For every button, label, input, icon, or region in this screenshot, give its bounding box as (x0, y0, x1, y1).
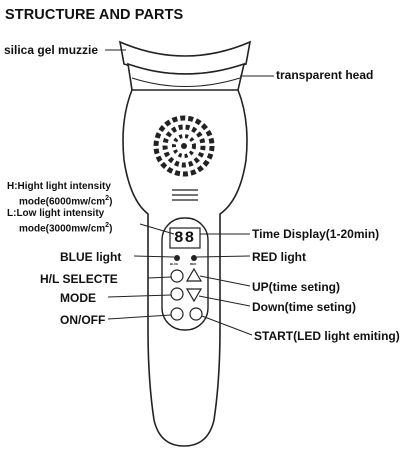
label-down: Down(time seting) (252, 300, 356, 314)
hl-select-button (170, 269, 184, 283)
start-button (189, 307, 203, 321)
label-intensity-modes: H:Hight light intensity mode(6000mw/cm2)… (7, 181, 112, 236)
page-title: STRUCTURE AND PARTS (5, 7, 184, 23)
label-high-intensity: H:Hight light intensity (7, 181, 111, 192)
up-button (185, 267, 203, 282)
label-red-light: RED light (252, 250, 306, 264)
display-red-caption: RED (190, 262, 197, 266)
display-digits: 88 (174, 229, 196, 247)
label-up: UP(time seting) (252, 280, 341, 294)
label-start: START(LED light emiting) (254, 329, 400, 343)
red-light-indicator (191, 255, 197, 261)
label-high-intensity-value: mode(6000mw/cm2) (19, 195, 113, 208)
label-low-intensity-value: mode(3000mw/cm2) (19, 222, 113, 235)
led-array (153, 115, 215, 177)
label-on-off: ON/OFF (60, 313, 106, 327)
display-blue-caption: BLUE (170, 262, 179, 266)
label-silica-gel-muzzie: silica gel muzzie (4, 43, 99, 57)
label-blue-light: BLUE light (60, 250, 122, 264)
label-transparent-head: transparent head (276, 68, 374, 82)
label-low-intensity: L:Low light intensity (7, 208, 105, 220)
label-time-display: Time Display(1-20min) (252, 227, 380, 241)
mode-button (170, 287, 184, 301)
vent-lines (172, 189, 198, 201)
label-hl-selecte: H/L SELECTE (40, 272, 118, 286)
label-mode: MODE (60, 291, 96, 305)
leader-lines (105, 49, 274, 336)
time-display-screen (169, 227, 201, 249)
on-off-button (170, 307, 184, 321)
blue-light-indicator (174, 255, 180, 261)
down-button (185, 288, 203, 303)
